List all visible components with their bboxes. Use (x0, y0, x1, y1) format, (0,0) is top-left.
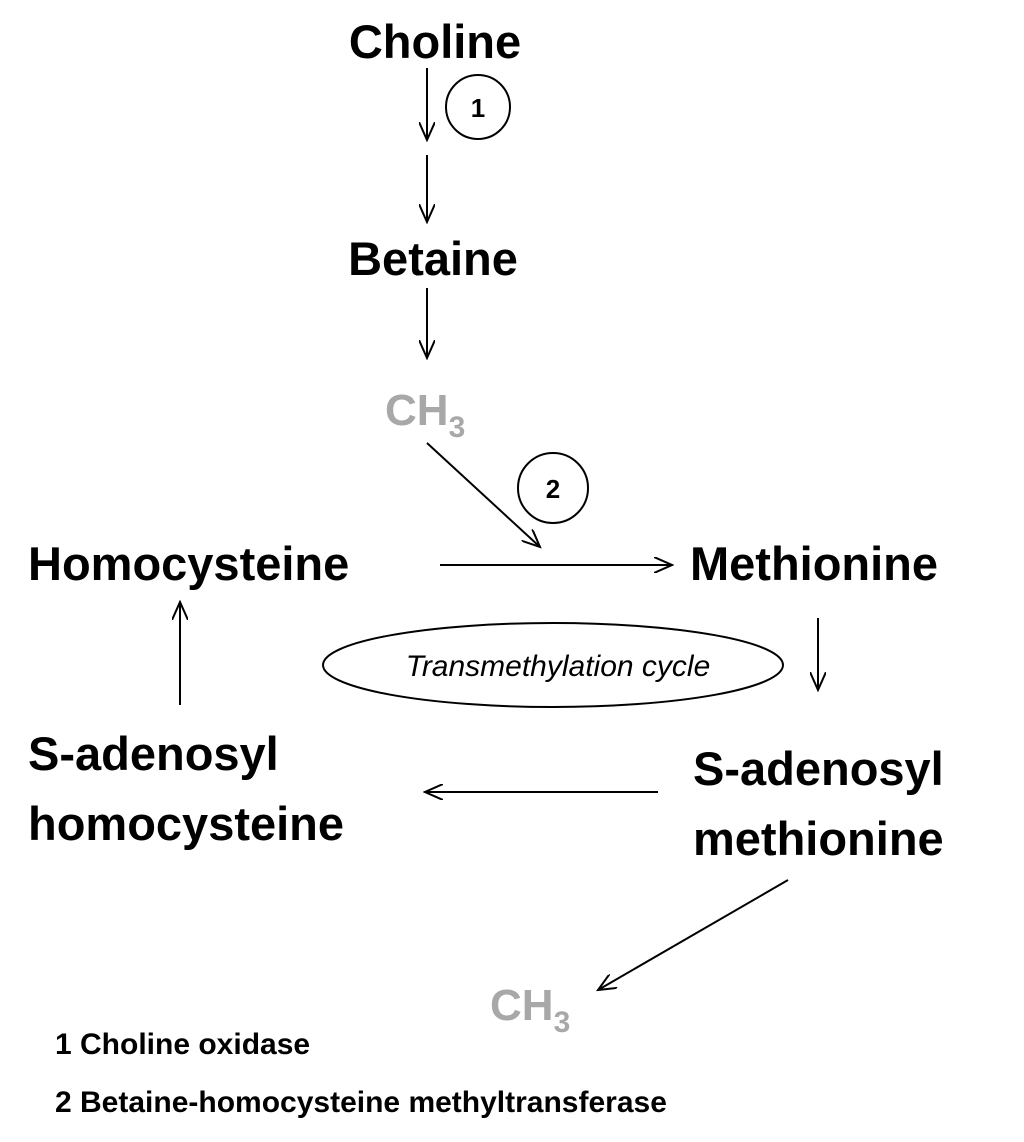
enzyme-1-badge: 1 (445, 74, 511, 140)
node-ch3-bottom: CH3 (490, 981, 570, 1039)
legend-item-2: 2 Betaine-homocysteine methyltransferase (55, 1086, 667, 1119)
node-methionine: Methionine (690, 537, 938, 590)
svg-text:1: 1 (471, 93, 485, 123)
arrow-ch3-methionine (426, 442, 540, 547)
legend-item-1: 1 Choline oxidase (55, 1028, 310, 1061)
node-homocysteine: Homocysteine (28, 537, 349, 590)
node-ch3-top: CH3 (385, 386, 465, 444)
svg-text:Transmethylation cycle: Transmethylation cycle (406, 650, 711, 683)
cycle-ellipse: Transmethylation cycle (322, 622, 784, 708)
arrow-sam-ch3 (598, 879, 789, 990)
node-choline: Choline (349, 15, 521, 68)
svg-text:2: 2 (546, 474, 560, 504)
enzyme-2-badge: 2 (517, 452, 589, 524)
node-betaine: Betaine (348, 232, 518, 285)
